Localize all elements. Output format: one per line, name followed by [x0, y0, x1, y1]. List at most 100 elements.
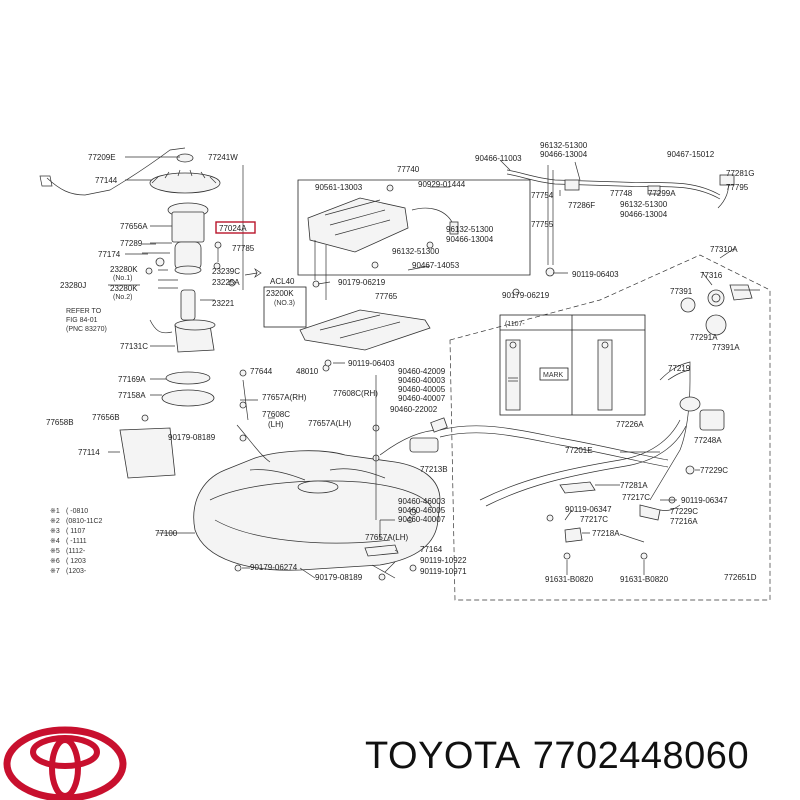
label: 77740: [397, 165, 420, 174]
label: FIG 84-01: [66, 317, 98, 324]
legend-value: ( -1111: [66, 538, 87, 545]
legend-key: ※6: [50, 558, 60, 565]
label: 90179-06219: [338, 278, 386, 287]
label: 90460-42009: [398, 367, 446, 376]
fuel-tank: [193, 364, 448, 581]
legend-value: (1112-: [66, 548, 86, 555]
label: 77658B: [46, 418, 74, 427]
brand-name: TOYOTA: [365, 735, 521, 777]
label: 77169A: [118, 375, 146, 384]
legend-key: ※7: [50, 568, 60, 575]
legend-value: ( 1203: [66, 558, 86, 565]
label: 77644: [250, 367, 273, 376]
label: 77656A: [120, 222, 148, 231]
label: (No.2): [113, 294, 132, 301]
label: 77310A: [710, 245, 738, 254]
label: 77795: [726, 183, 749, 192]
label: 91631-B0820: [620, 575, 669, 584]
label: 77216A: [670, 517, 698, 526]
label: 23200K: [266, 289, 294, 298]
label: 23280K: [110, 284, 138, 293]
label: 77748: [610, 189, 633, 198]
legend-value: ( -0810: [66, 508, 88, 515]
label: (1107-: [505, 321, 525, 328]
label: 90179-06274: [250, 563, 298, 572]
label: 90467-14053: [412, 261, 460, 270]
label: 90466-13004: [446, 235, 494, 244]
label: 90179-08189: [168, 433, 216, 442]
label: 77209E: [88, 153, 116, 162]
label: 23239C: [212, 267, 240, 276]
highlighted-part-box: [215, 221, 256, 234]
legend-value: (1203-: [66, 568, 87, 575]
detail-inset: [499, 314, 646, 416]
label: 77289: [120, 239, 143, 248]
label: 90460-22002: [390, 405, 438, 414]
label: 77391: [670, 287, 693, 296]
label: 23280J: [60, 281, 86, 290]
label: 90460-40003: [398, 376, 446, 385]
label: 90179-08189: [315, 573, 363, 582]
label: 77217C: [580, 515, 608, 524]
label: 23280K: [110, 265, 138, 274]
label: 77281A: [620, 481, 648, 490]
legend-key: ※3: [50, 528, 60, 535]
label: 90466-13004: [620, 210, 668, 219]
label: 90119-06347: [681, 496, 728, 505]
leader-lines: [108, 156, 736, 573]
canister-box: [297, 179, 531, 367]
label: 90179-06219: [502, 291, 550, 300]
label: 96132-51300: [540, 141, 588, 150]
label: 90466-13004: [540, 150, 588, 159]
label: 96132-51300: [392, 247, 440, 256]
label: 90467-15012: [667, 150, 715, 159]
label: 77755: [531, 220, 554, 229]
fill-pipe-outline: [449, 254, 771, 601]
label: 90119-06347: [565, 505, 612, 514]
label: 23221: [212, 299, 235, 308]
label: 77785: [232, 244, 255, 253]
label: 90460-40005: [398, 385, 446, 394]
label: 91631-B0820: [545, 575, 594, 584]
label: 772651D: [724, 573, 757, 582]
label: 77229C: [700, 466, 728, 475]
label: 77754: [531, 191, 554, 200]
label: 77158A: [118, 391, 146, 400]
label: 77299A: [648, 189, 676, 198]
label: 77608C: [262, 410, 290, 419]
label: 77286F: [568, 201, 595, 210]
label: 90119-10971: [420, 567, 467, 576]
label: 77114: [78, 448, 100, 457]
label: 77316: [700, 271, 723, 280]
label: (NO.3): [274, 300, 295, 307]
label: 90119-10922: [420, 556, 467, 565]
label: (No.1): [113, 275, 132, 282]
label: (LH): [268, 420, 284, 429]
filler-cap-parts: [680, 271, 760, 336]
label: 77657A(LH): [308, 419, 351, 428]
label: 77226A: [616, 420, 644, 429]
exploded-parts-diagram: 77209E 77241W 77144 77656A 77024A 77289 …: [39, 141, 771, 601]
label: MARK: [543, 372, 564, 379]
fuel-pump-assembly: [39, 147, 262, 479]
label: 77217C: [622, 493, 650, 502]
label: 77248A: [694, 436, 722, 445]
legend-key: ※2: [50, 518, 60, 525]
label: 77174: [98, 250, 121, 259]
label: 90119-06403: [348, 359, 395, 368]
ref-box-23200k: [263, 286, 307, 328]
label: 77656B: [92, 413, 120, 422]
label: 23225A: [212, 278, 240, 287]
label: 90460-46003: [398, 497, 446, 506]
label: 90460-46005: [398, 506, 446, 515]
label: 77608C(RH): [333, 389, 378, 398]
label: 77100: [155, 529, 178, 538]
label: 77657A(LH): [365, 533, 408, 542]
legend-key: ※1: [50, 508, 60, 515]
label: (PNC 83270): [66, 326, 107, 333]
label: 77213B: [420, 465, 448, 474]
label: 96132-51300: [446, 225, 494, 234]
label: 90929-01444: [418, 180, 466, 189]
legend-value: (0810-11C2: [66, 518, 103, 525]
